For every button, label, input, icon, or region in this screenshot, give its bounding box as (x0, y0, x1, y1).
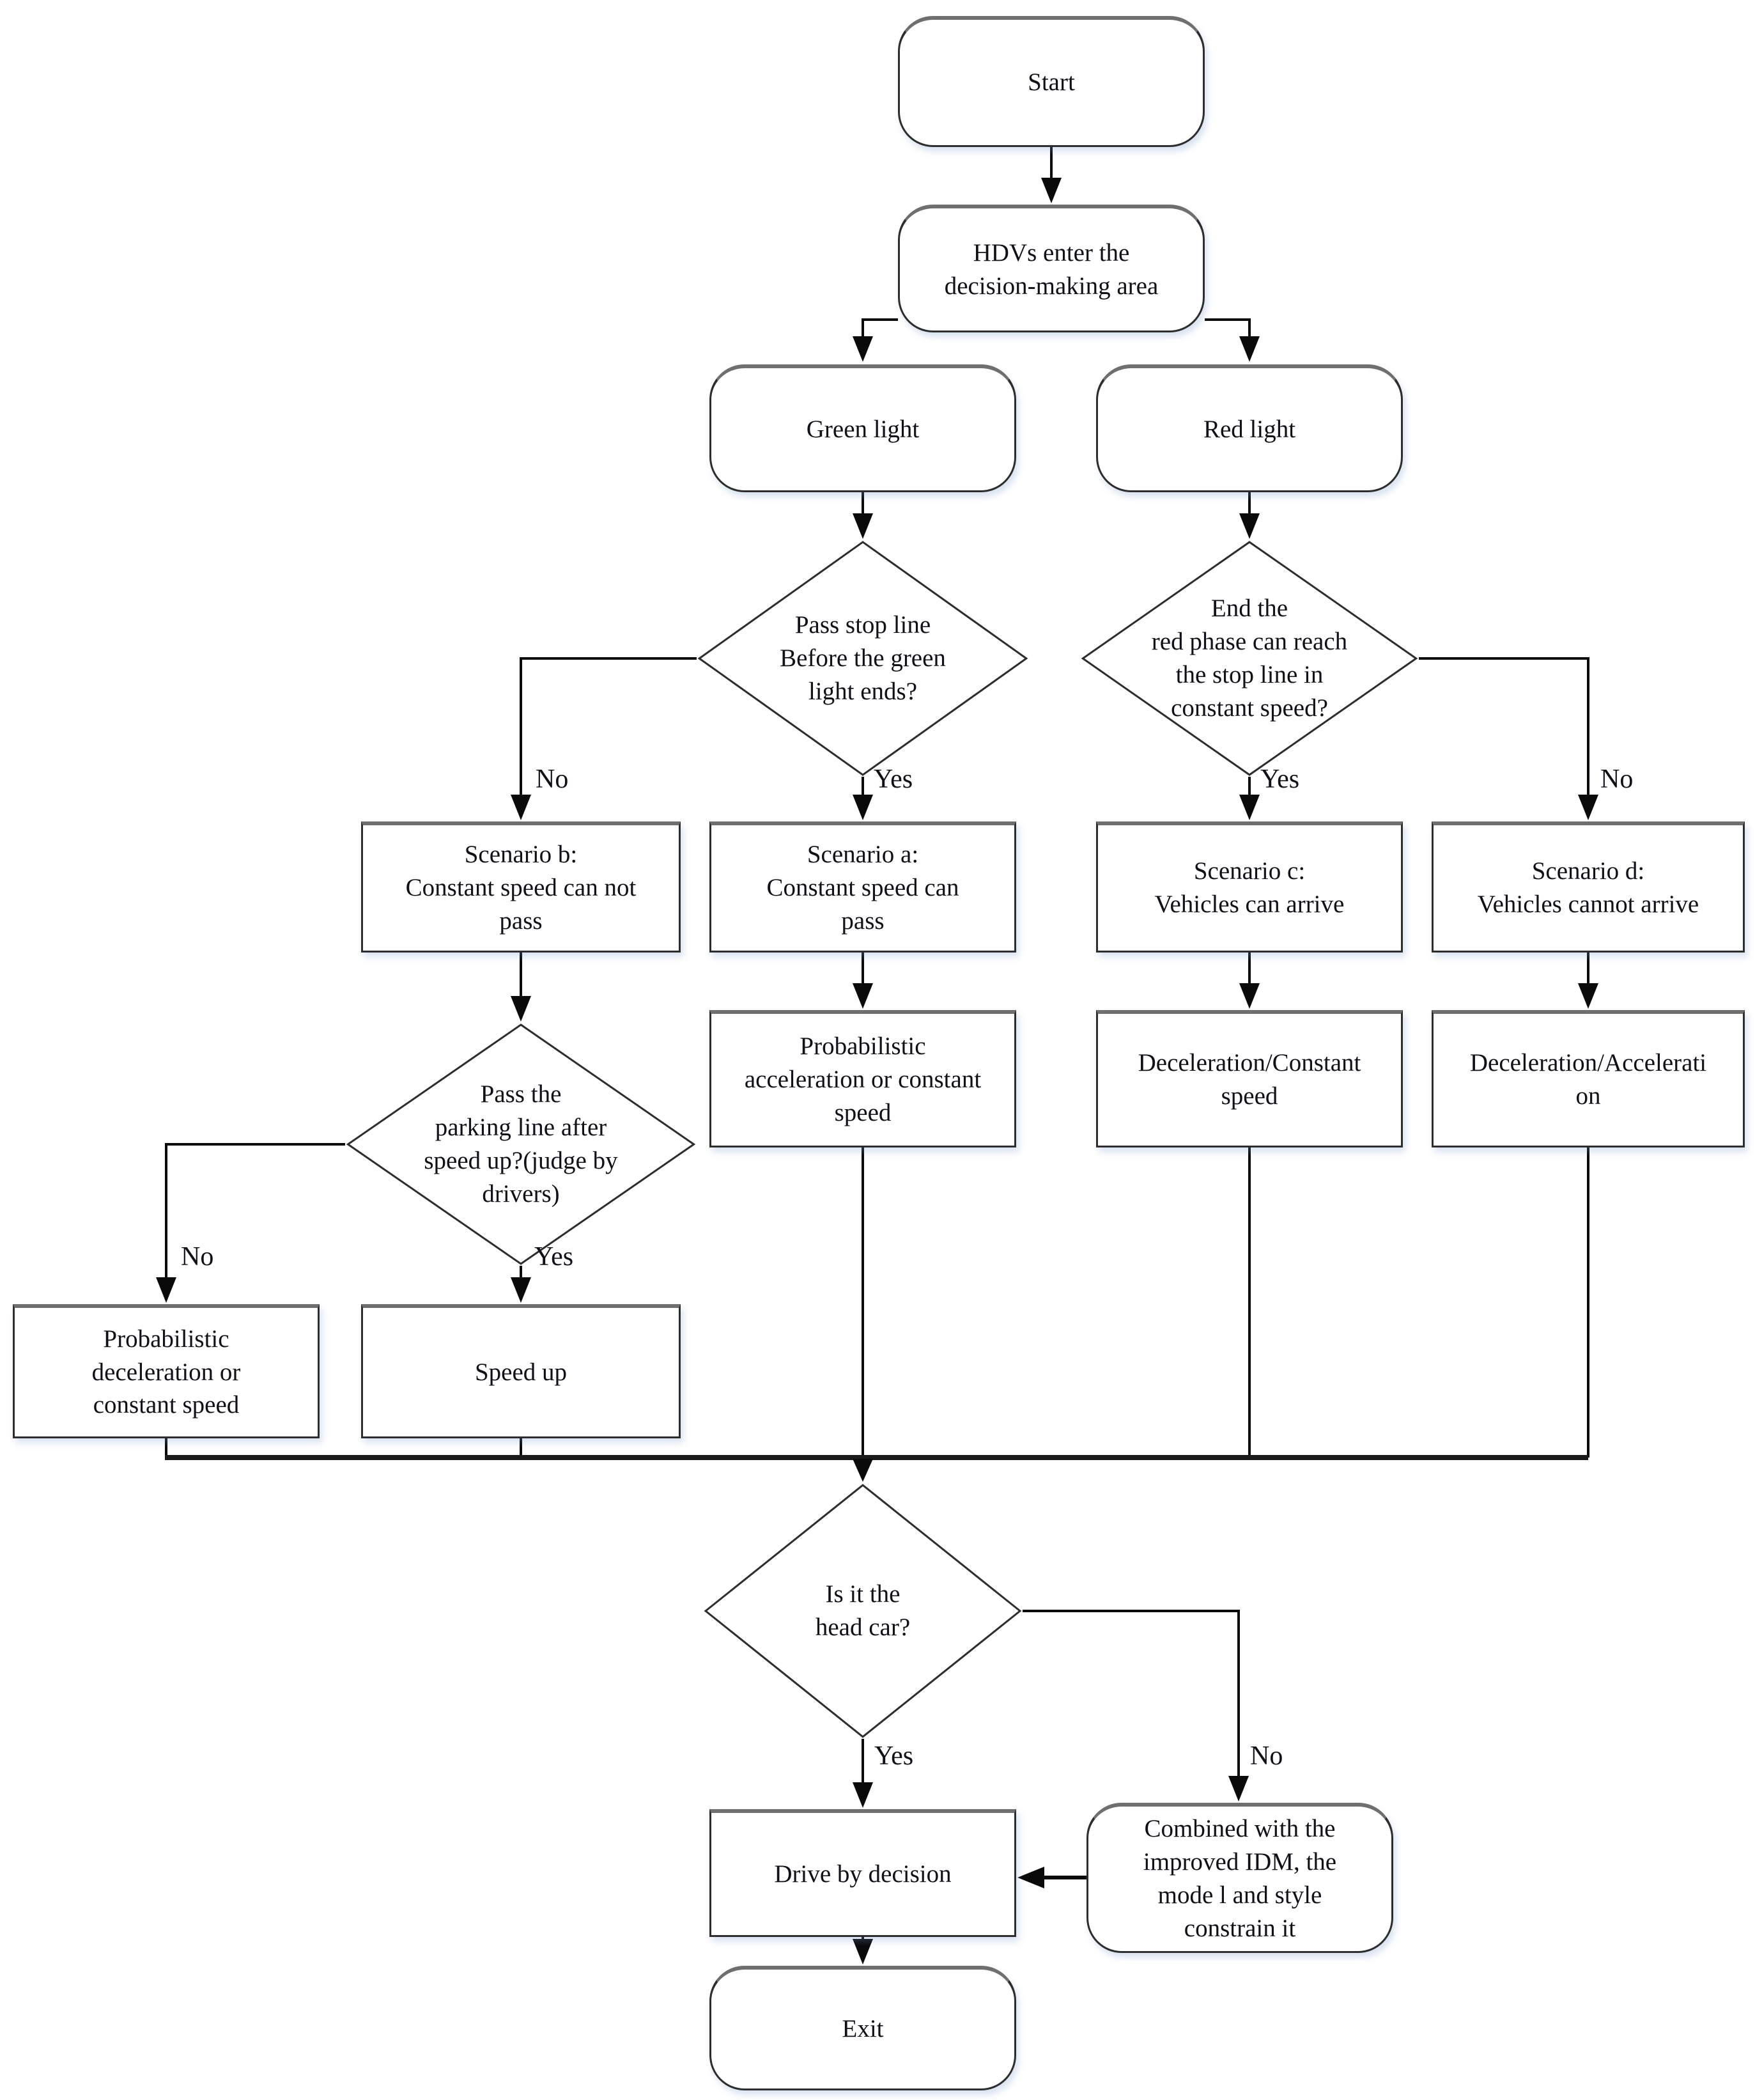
scenario-d-label: Scenario d: Vehicles cannot arrive (1477, 857, 1699, 918)
prob-acceleration-node: Probabilistic acceleration or constant s… (709, 1010, 1016, 1147)
diamond-shape (1080, 540, 1419, 777)
diamond-shape (703, 1483, 1023, 1739)
prob-deceleration-label: Probabilistic deceleration or constant s… (91, 1325, 241, 1419)
speed-up-node: Speed up (361, 1304, 681, 1438)
deceleration-acceleration-label: Deceleration/Accelerati on (1469, 1049, 1707, 1110)
scenario-d-node: Scenario d: Vehicles cannot arrive (1432, 821, 1745, 953)
combined-idm-label: Combined with the improved IDM, the mode… (1143, 1815, 1337, 1942)
red-phase-reach-label: End the red phase can reach the stop lin… (1151, 595, 1348, 722)
edge-label-parking-yes: Yes (534, 1242, 574, 1272)
arrow-merge-to-headcar-decision (853, 1459, 873, 1482)
diamond-shape (345, 1023, 697, 1266)
arrow-hdvs-to-green-light (853, 318, 898, 362)
edge-label-red-yes: Yes (1260, 765, 1300, 794)
deceleration-acceleration-node: Deceleration/Accelerati on (1432, 1010, 1745, 1147)
diamond-shape (697, 540, 1029, 777)
is-head-car-label: Is it the head car? (815, 1580, 911, 1641)
arrow-scenario-d-to-decel-acceleration (1578, 953, 1598, 1009)
deceleration-constant-node: Deceleration/Constant speed (1096, 1010, 1403, 1147)
red-phase-reach-decision: End the red phase can reach the stop lin… (1080, 540, 1419, 777)
edge-label-parking-no: No (181, 1242, 214, 1272)
edge-label-red-no: No (1600, 765, 1634, 794)
arrow-redphase-yes-to-scenario-c (1239, 777, 1260, 820)
arrow-drive-to-exit (853, 1937, 873, 1964)
red-light-label: Red light (1203, 415, 1296, 443)
scenario-a-node: Scenario a: Constant speed can pass (709, 821, 1016, 953)
edge-label-green-yes: Yes (874, 765, 913, 794)
arrow-scenario-b-to-parking-decision (511, 953, 531, 1022)
arrow-scenario-c-to-decel-constant (1239, 953, 1260, 1009)
arrow-stopline-yes-to-scenario-a (853, 777, 873, 820)
edge-label-head-yes: Yes (874, 1741, 914, 1771)
exit-label: Exit (842, 2015, 884, 2043)
red-light-node: Red light (1096, 364, 1403, 492)
exit-node: Exit (709, 1966, 1016, 2090)
edge-label-green-no: No (536, 765, 569, 794)
hdvs-enter-node: HDVs enter the decision-making area (898, 205, 1205, 332)
deceleration-constant-label: Deceleration/Constant speed (1138, 1049, 1361, 1110)
scenario-c-node: Scenario c: Vehicles can arrive (1096, 821, 1403, 953)
edge-label-head-no: No (1250, 1741, 1283, 1771)
scenario-b-node: Scenario b: Constant speed can not pass (361, 821, 681, 953)
arrow-redphase-no-to-scenario-d (1419, 657, 1598, 820)
arrow-stopline-no-to-scenario-b (511, 657, 697, 820)
hdvs-enter-label: HDVs enter the decision-making area (944, 238, 1159, 300)
arrow-hdvs-to-red-light (1205, 318, 1260, 362)
prob-deceleration-node: Probabilistic deceleration or constant s… (13, 1304, 320, 1438)
scenario-c-label: Scenario c: Vehicles can arrive (1154, 857, 1345, 918)
start-label: Start (1028, 68, 1075, 97)
pass-parking-line-label: Pass the parking line after speed up?(ju… (424, 1080, 618, 1208)
pass-stop-line-label: Pass stop line Before the green light en… (780, 611, 946, 705)
arrow-parking-no-to-prob-deceleration (156, 1143, 345, 1303)
arrow-headcar-yes-to-drive (853, 1739, 873, 1808)
pass-stop-line-decision: Pass stop line Before the green light en… (697, 540, 1029, 777)
green-light-label: Green light (806, 415, 920, 443)
scenario-b-label: Scenario b: Constant speed can not pass (405, 841, 637, 935)
is-head-car-decision: Is it the head car? (703, 1483, 1023, 1739)
combined-idm-node: Combined with the improved IDM, the mode… (1086, 1803, 1393, 1953)
pass-parking-line-decision: Pass the parking line after speed up?(ju… (345, 1023, 697, 1266)
green-light-node: Green light (709, 364, 1016, 492)
drive-by-decision-label: Drive by decision (774, 1860, 952, 1888)
arrow-start-to-hdvs (1041, 147, 1062, 203)
prob-acceleration-label: Probabilistic acceleration or constant s… (744, 1032, 982, 1126)
scenario-a-label: Scenario a: Constant speed can pass (766, 841, 959, 935)
arrow-parking-yes-to-speed-up (511, 1266, 531, 1303)
arrow-green-to-stopline-decision (853, 492, 873, 539)
arrow-combined-to-drive (1017, 1867, 1086, 1888)
arrow-red-to-redphase-decision (1239, 492, 1260, 539)
drive-by-decision-node: Drive by decision (709, 1809, 1016, 1937)
arrow-scenario-a-to-prob-acceleration (853, 953, 873, 1009)
start-node: Start (898, 16, 1205, 147)
speed-up-label: Speed up (474, 1358, 568, 1386)
arrow-headcar-no-to-combined (1023, 1610, 1249, 1801)
